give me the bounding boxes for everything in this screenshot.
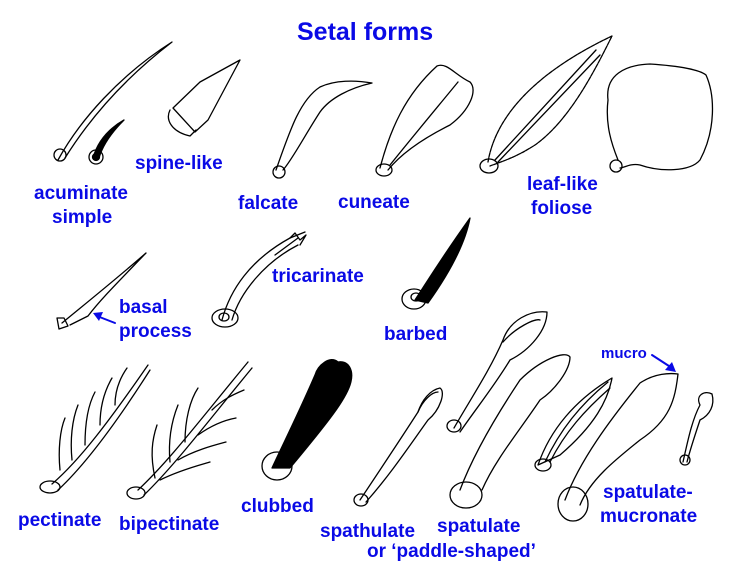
leaf-like-seta-drawing	[479, 35, 613, 174]
label-tricarinate: tricarinate	[272, 266, 364, 287]
clubbed-seta-drawing	[261, 359, 353, 481]
label-simple: simple	[52, 207, 113, 228]
label-spatulate-mucronate-line2: mucronate	[600, 506, 698, 527]
foliose-seta-drawing	[606, 63, 714, 173]
label-leaf-like: leaf-like	[527, 174, 598, 195]
label-mucro: mucro	[601, 345, 647, 362]
label-bipectinate: bipectinate	[119, 514, 220, 535]
spatulate-seta-drawing	[446, 311, 571, 509]
label-paddle-shaped: or ‘paddle-shaped’	[367, 541, 536, 562]
label-cuneate: cuneate	[338, 192, 410, 213]
label-basal: basal	[119, 297, 168, 318]
label-spatulate-mucronate-line1: spatulate-	[603, 482, 693, 503]
basal-process-seta-drawing	[56, 252, 147, 330]
spatulate-mucronate-seta-drawing	[534, 354, 714, 522]
barbed-seta-drawing	[401, 217, 471, 310]
label-falcate: falcate	[238, 193, 299, 214]
tricarinate-seta-drawing	[211, 231, 307, 328]
label-spatulate: spatulate	[437, 516, 521, 537]
label-spathulate: spathulate	[320, 521, 416, 542]
diagram-title: Setal forms	[297, 18, 434, 46]
spathulate-seta-drawing	[353, 387, 443, 507]
label-acuminate: acuminate	[34, 183, 128, 204]
bipectinate-seta-drawing	[126, 361, 253, 500]
label-spine-like: spine-like	[135, 153, 223, 174]
label-pectinate: pectinate	[18, 510, 102, 531]
spine-like-seta-drawing	[167, 59, 241, 137]
label-process: process	[119, 321, 192, 342]
pectinate-seta-drawing	[39, 364, 151, 494]
acuminate-seta-drawing	[53, 41, 173, 162]
label-clubbed: clubbed	[241, 496, 314, 517]
cuneate-seta-drawing	[375, 64, 474, 177]
simple-seta-drawing	[88, 119, 125, 165]
falcate-seta-drawing	[272, 80, 373, 179]
label-barbed: barbed	[384, 324, 448, 345]
label-foliose: foliose	[531, 198, 593, 219]
